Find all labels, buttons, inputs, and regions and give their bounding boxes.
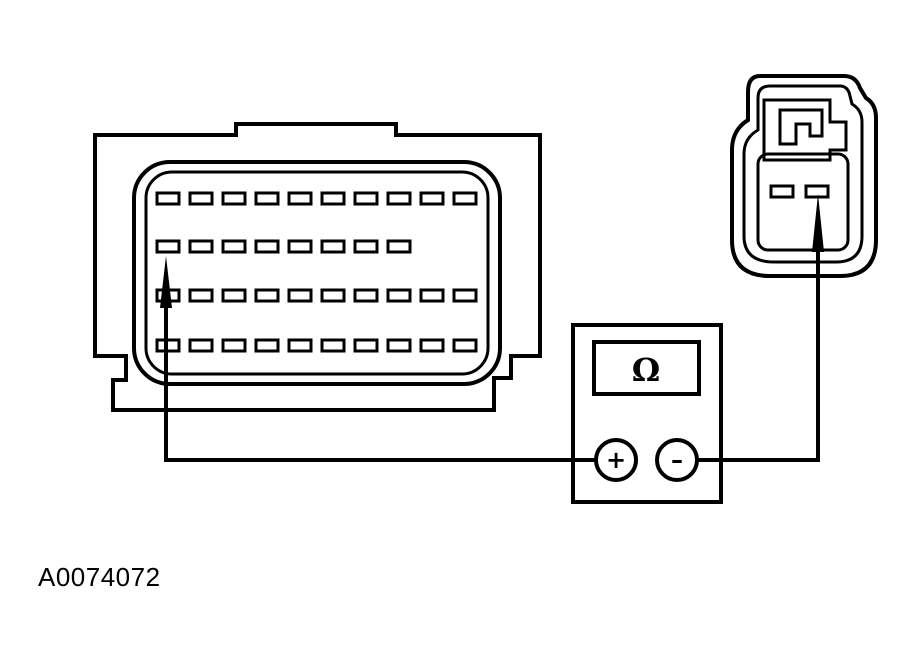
module-connector-pin (353, 338, 379, 353)
module-connector-pin (452, 191, 478, 206)
module-connector-pin (320, 288, 346, 303)
module-connector-pin (386, 239, 412, 254)
ohmmeter: Ω + – (571, 323, 723, 504)
negative-test-lead (697, 250, 820, 462)
ohm-symbol: Ω (632, 351, 660, 389)
module-connector-pin (188, 191, 214, 206)
module-connector-face-inner (144, 170, 490, 376)
sensor-connector (730, 74, 878, 278)
module-connector-pin (452, 288, 478, 303)
sensor-connector-pin-1 (769, 184, 795, 199)
module-connector-pin (221, 288, 247, 303)
module-connector-pin (254, 338, 280, 353)
module-connector-pin (287, 239, 313, 254)
module-connector-pin (353, 239, 379, 254)
module-connector-pin (353, 288, 379, 303)
module-connector-pin (221, 338, 247, 353)
module-connector (93, 122, 542, 412)
module-connector-pin (188, 338, 214, 353)
negative-terminal-label: – (671, 446, 683, 474)
sensor-connector-pin-2 (804, 184, 830, 199)
sensor-connector-outer-housing (730, 74, 878, 278)
module-connector-pin (386, 338, 412, 353)
ohmmeter-display (592, 340, 701, 396)
module-connector-pin (221, 239, 247, 254)
module-connector-pin (155, 239, 181, 254)
sensor-connector-latch-tab (778, 108, 824, 146)
part-code: A0074072 (38, 562, 161, 592)
module-connector-pin (353, 191, 379, 206)
test-leads (164, 250, 820, 462)
module-connector-pin (254, 288, 280, 303)
module-connector-pin (386, 191, 412, 206)
positive-test-lead (164, 296, 596, 462)
module-connector-pin (254, 239, 280, 254)
module-connector-pin (254, 191, 280, 206)
module-connector-pin (320, 338, 346, 353)
sensor-connector-body (756, 152, 850, 252)
sensor-connector-inner-housing (742, 84, 864, 264)
module-connector-pin (287, 288, 313, 303)
module-connector-face-outer (132, 160, 502, 386)
module-connector-pin (155, 191, 181, 206)
module-connector-pin (320, 191, 346, 206)
positive-terminal-label: + (606, 446, 626, 474)
probe-tips (160, 194, 824, 308)
module-connector-pin (221, 191, 247, 206)
module-connector-pin (287, 191, 313, 206)
module-connector-pin (188, 239, 214, 254)
module-connector-pin (386, 288, 412, 303)
module-connector-pin (320, 239, 346, 254)
module-connector-pin (188, 288, 214, 303)
module-connector-pin (287, 338, 313, 353)
module-connector-pin (419, 288, 445, 303)
negative-probe-tip (812, 194, 824, 252)
module-connector-pin (452, 338, 478, 353)
positive-probe-tip (160, 256, 172, 308)
module-connector-pin (419, 191, 445, 206)
module-connector-pins (155, 191, 478, 353)
sensor-connector-latch (762, 98, 848, 162)
module-connector-pin (419, 338, 445, 353)
module-connector-outer-housing (93, 122, 542, 412)
